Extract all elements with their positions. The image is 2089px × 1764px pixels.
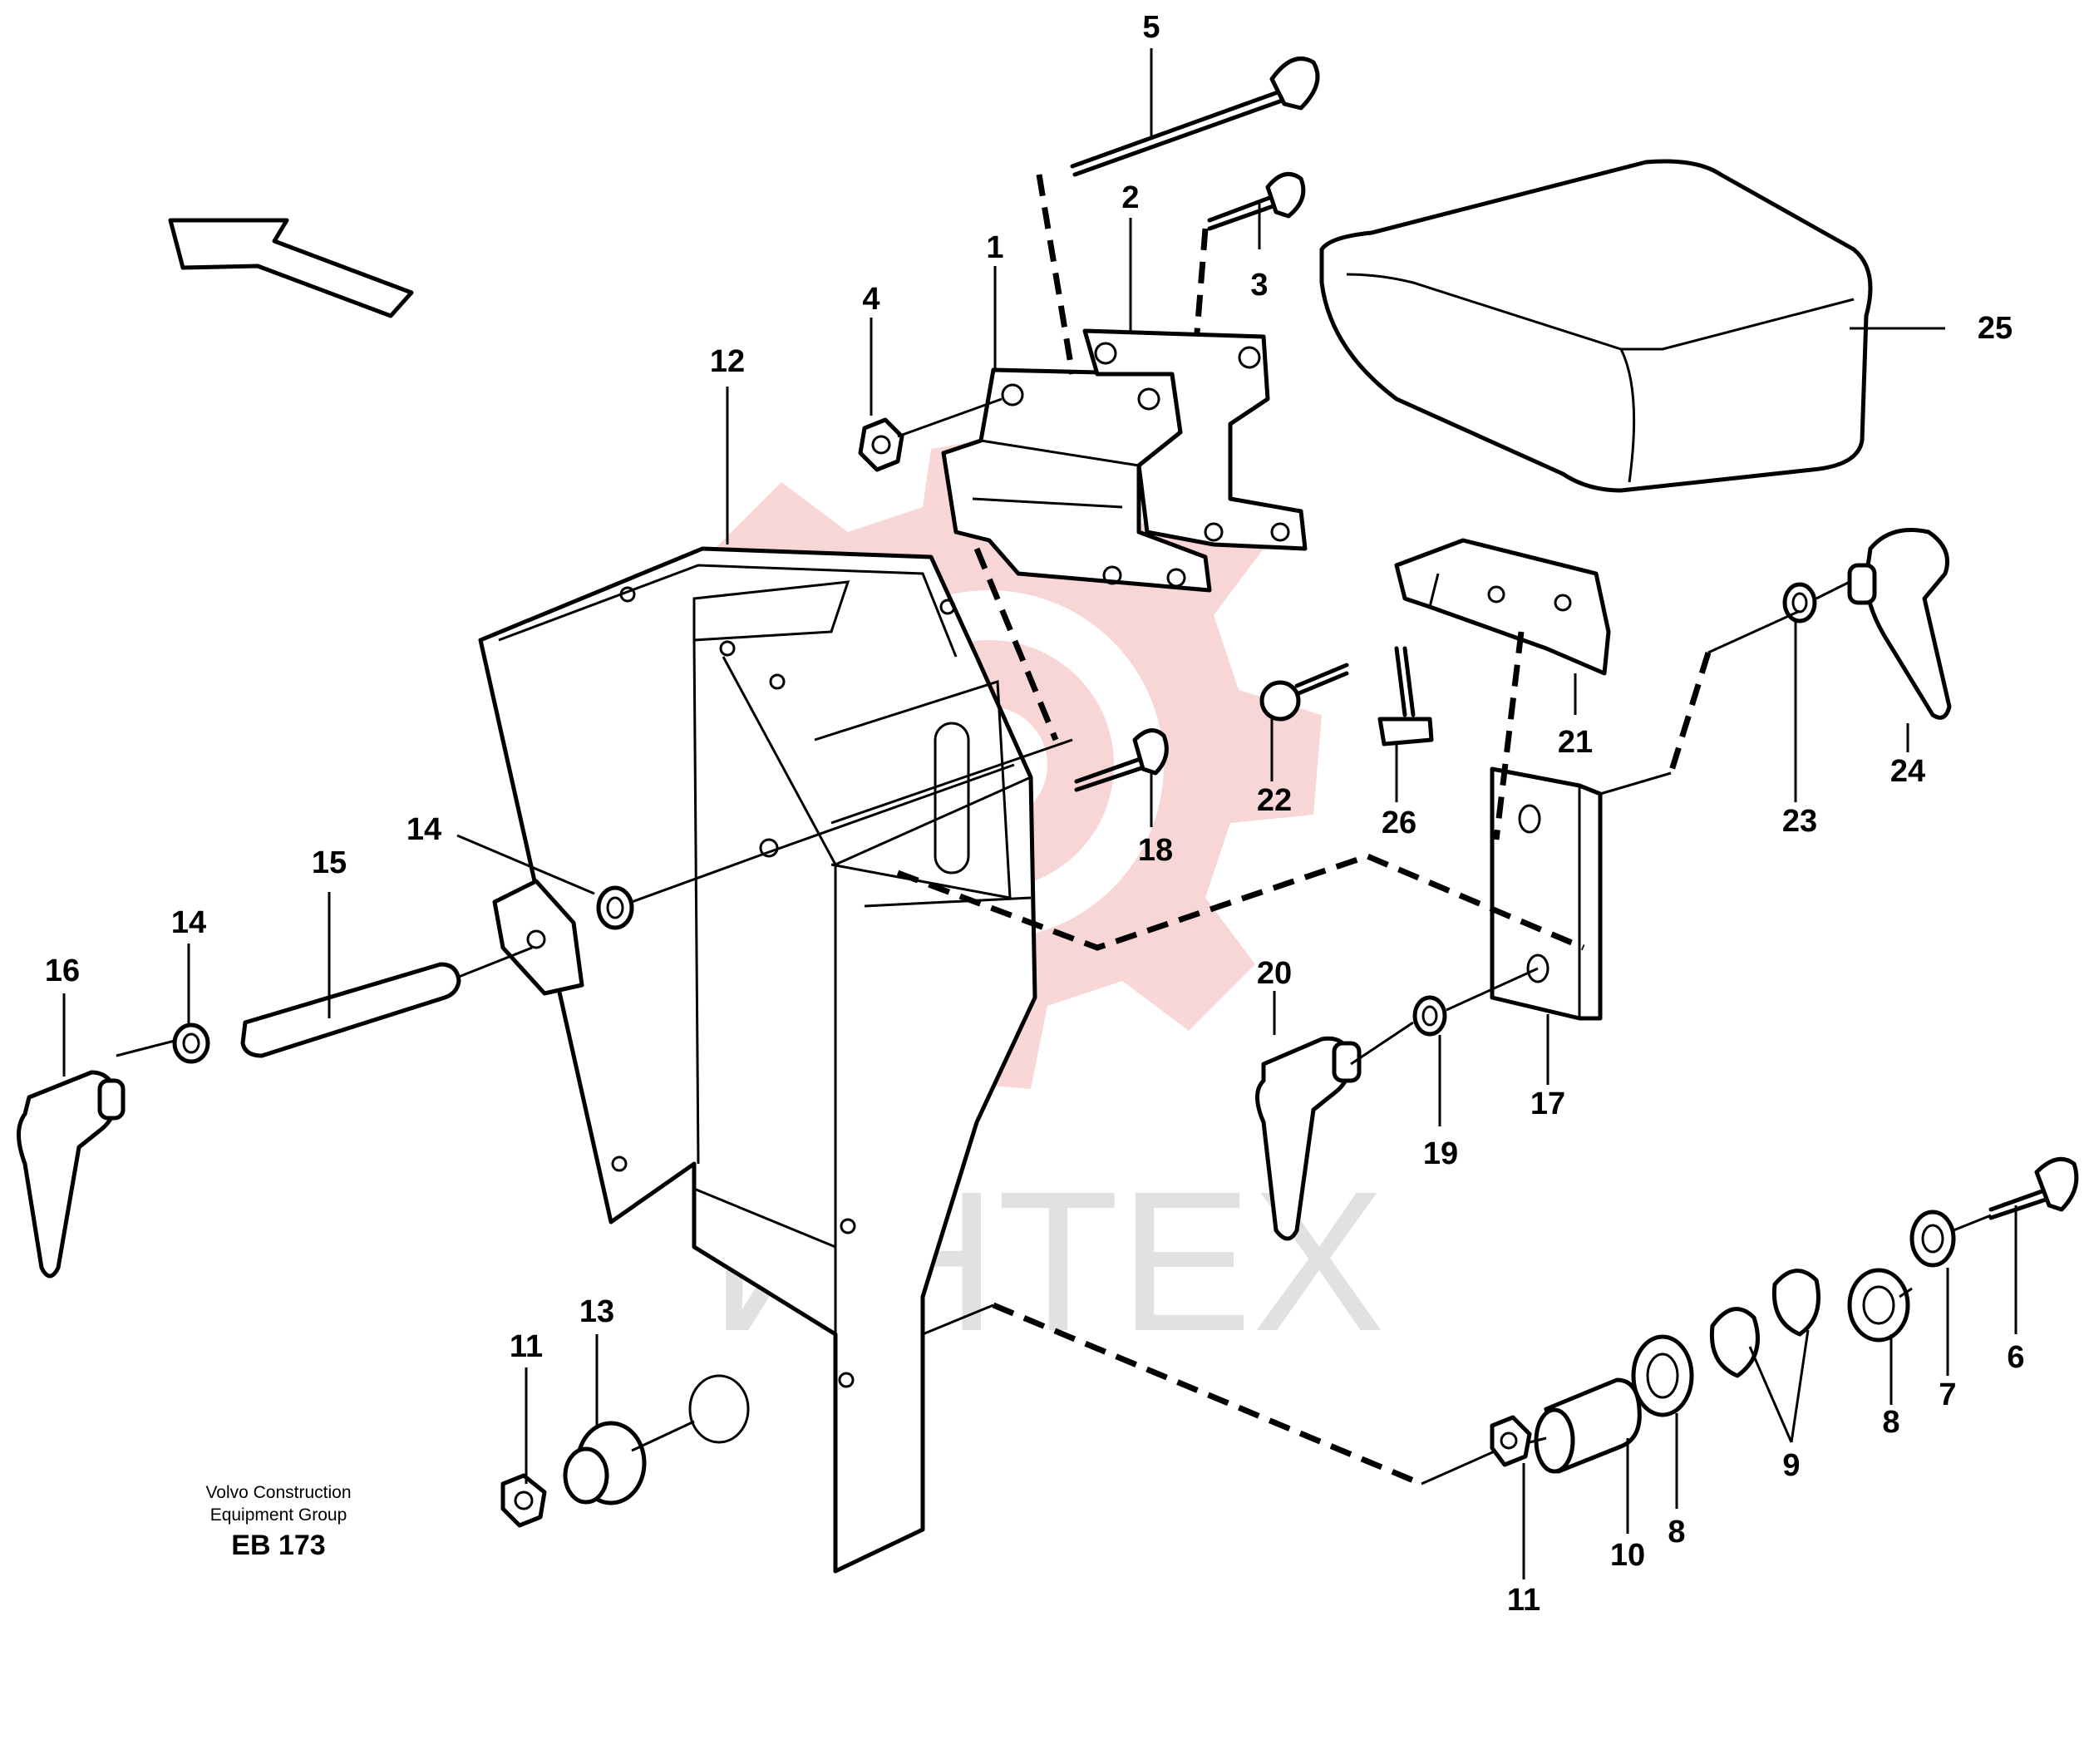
callout-4: 4 [862,282,879,317]
washers [172,582,1956,1417]
callout-8-right: 8 [1882,1405,1899,1440]
callout-12: 12 [710,344,745,379]
callout-16: 16 [45,953,80,988]
axis-lines [116,580,1992,1452]
callout-26: 26 [1382,806,1416,840]
callout-21: 21 [1558,725,1593,760]
callout-25: 25 [1978,311,2013,346]
part-25-cushion [1319,159,1873,493]
callout-11-right: 11 [1507,1583,1540,1618]
callout-14-lower: 14 [171,905,206,940]
callout-5: 5 [1142,10,1160,45]
callout-7: 7 [1939,1377,1956,1412]
callout-15: 15 [312,845,347,880]
part-10-spacer [1534,1377,1642,1474]
callout-1: 1 [986,230,1003,265]
part-13-bushing [563,1421,647,1505]
part-14-plate [492,879,584,996]
callout-labels: 5 2 3 1 4 12 25 21 22 26 18 23 24 14 15 … [45,10,2025,1618]
callout-23: 23 [1782,804,1817,839]
assembly-lines [830,174,1801,1487]
callout-6: 6 [2007,1340,2024,1375]
callout-3: 3 [1250,268,1268,303]
part-2-bracket [1082,328,1308,551]
part-17-bracket [1490,766,1603,1021]
bolts [1070,57,2079,1220]
callout-22: 22 [1257,783,1292,818]
credit-company-line1: Volvo Construction [205,1483,352,1502]
callout-10: 10 [1610,1538,1645,1573]
callout-18: 18 [1138,833,1173,868]
leader-lines [62,48,2018,1579]
part-21-bracket [1394,538,1611,676]
part-12-console [478,546,1037,1574]
callout-9: 9 [1782,1448,1800,1483]
nuts [500,417,1532,1528]
callout-20: 20 [1257,956,1292,991]
drawing-code: EB 173 [231,1530,326,1561]
callout-19: 19 [1423,1136,1458,1171]
callout-17: 17 [1530,1086,1565,1121]
part-15-rod [240,962,461,1058]
direction-arrow-icon [168,218,414,318]
callout-11-left: 11 [510,1329,543,1364]
callout-24: 24 [1890,754,1925,789]
callout-14-upper: 14 [406,812,441,847]
callout-2: 2 [1121,180,1139,215]
credit-company-line2: Equipment Group [209,1505,347,1525]
callout-8-left: 8 [1668,1515,1685,1550]
knobs [17,528,1952,1279]
callout-13: 13 [579,1294,614,1329]
